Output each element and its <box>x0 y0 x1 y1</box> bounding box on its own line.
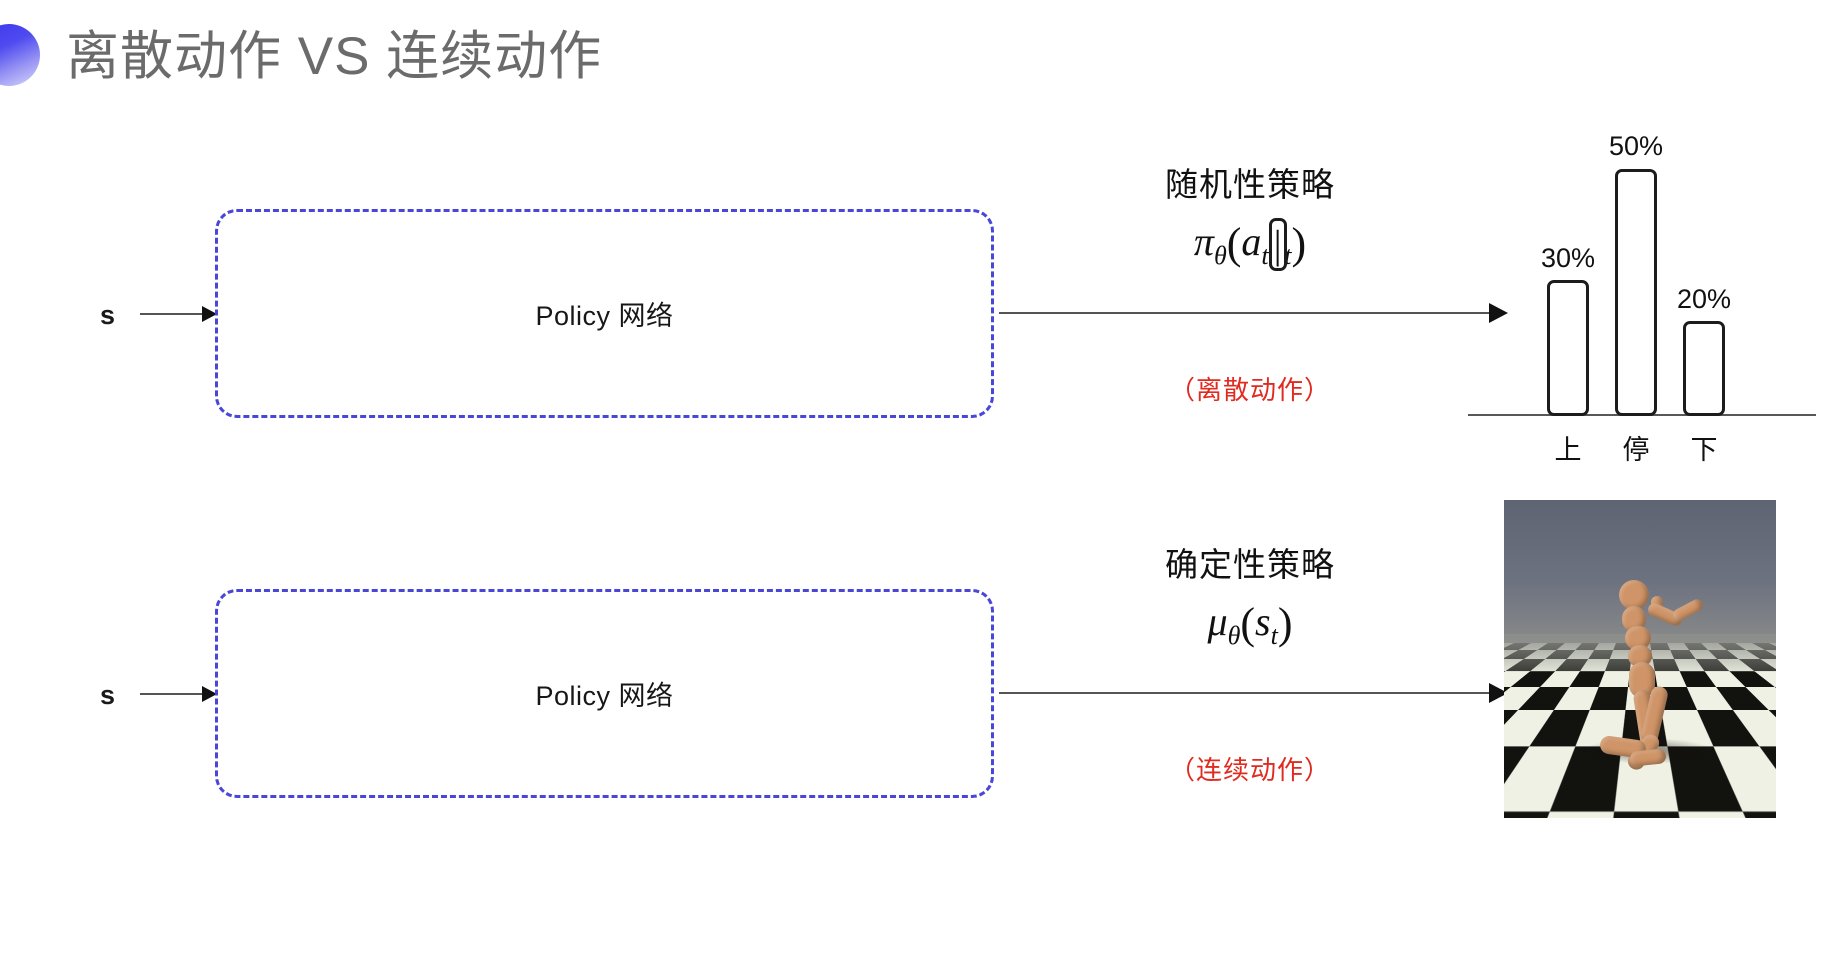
formula2-arg1-sub-t: t <box>1270 621 1278 650</box>
humanoid-head <box>1619 580 1649 610</box>
state-input-label-continuous: s <box>100 680 116 710</box>
bar-down <box>1683 321 1725 416</box>
formula2-arg1-s: s <box>1255 599 1271 644</box>
bar-value-up: 30% <box>1540 243 1596 273</box>
bar-value-down: 20% <box>1676 284 1732 314</box>
bar-category-down: 下 <box>1690 435 1718 465</box>
formula-close-paren: ) <box>1291 219 1307 268</box>
policy-network-box-discrete[interactable]: Policy 网络 <box>215 209 994 418</box>
formula-head-pi: π <box>1193 219 1214 264</box>
formula-arg1-sub-t: t <box>1261 241 1269 270</box>
deterministic-policy-formula: μθ(st) <box>1085 598 1415 651</box>
policy-network-box-continuous[interactable]: Policy 网络 <box>215 589 994 798</box>
humanoid-simulation-image <box>1504 500 1776 818</box>
continuous-action-note: （连续动作） <box>1168 755 1331 785</box>
action-probability-bar-chart: 30% 上 50% 停 20% 下 <box>1460 95 1820 465</box>
formula2-open-paren: ( <box>1240 599 1256 648</box>
formula-head-sub-theta: θ <box>1213 241 1227 270</box>
deterministic-policy-title: 确定性策略 <box>1165 546 1335 583</box>
continuous-action-row: s Policy 网络 确定性策略 μθ(st) （连续动作） <box>0 470 1846 966</box>
left-edge-strip <box>0 0 5 966</box>
bar-value-stop: 50% <box>1608 131 1664 161</box>
policy-network-label-continuous: Policy 网络 <box>535 681 674 711</box>
policy-output-arrow-discrete <box>999 303 1508 323</box>
bar-stop <box>1615 169 1657 416</box>
page-title: 离散动作 VS 连续动作 <box>66 27 603 86</box>
formula2-head-sub-theta: θ <box>1227 621 1241 650</box>
state-input-arrow-continuous <box>140 686 217 702</box>
formula-arg2-sub-t: t <box>1284 241 1292 270</box>
stochastic-policy-title: 随机性策略 <box>1165 166 1335 203</box>
formula-conditional-bar: | <box>1268 218 1287 271</box>
discrete-action-note: （离散动作） <box>1168 375 1331 405</box>
formula-open-paren: ( <box>1226 219 1242 268</box>
discrete-action-row: s Policy 网络 随机性策略 πθ(at|st) （离散动作） 30% 上… <box>100 95 1820 465</box>
stochastic-policy-formula: πθ(at|st) <box>1085 218 1415 271</box>
bar-category-up: 上 <box>1554 435 1582 465</box>
stochastic-policy-annotation: 随机性策略 πθ(at|st) <box>1085 158 1415 271</box>
bar-category-stop: 停 <box>1622 435 1650 465</box>
formula2-close-paren: ) <box>1277 599 1293 648</box>
policy-network-label-discrete: Policy 网络 <box>535 301 674 331</box>
formula-arg1-a: a <box>1241 219 1262 264</box>
humanoid-lower-torso <box>1628 645 1652 667</box>
state-input-label-discrete: s <box>100 300 116 330</box>
formula-head-mu: μ <box>1207 599 1228 644</box>
bar-up <box>1547 280 1589 416</box>
policy-output-arrow-continuous <box>999 683 1508 703</box>
deterministic-policy-annotation: 确定性策略 μθ(st) <box>1085 538 1415 651</box>
state-input-arrow-discrete <box>140 306 217 322</box>
